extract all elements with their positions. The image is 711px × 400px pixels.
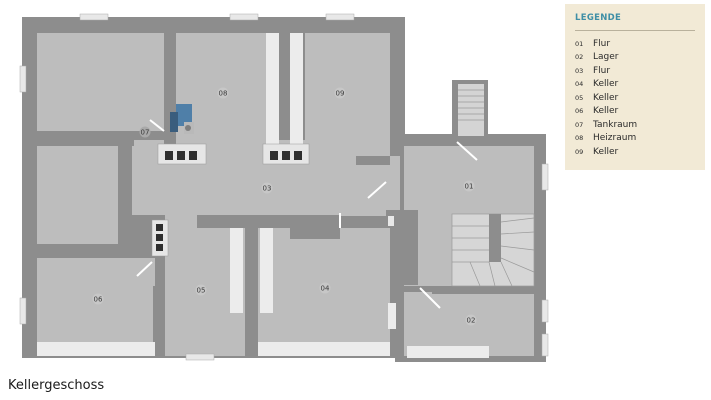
room-west-floor — [37, 146, 118, 244]
window-e3 — [541, 333, 549, 357]
tank-square — [156, 224, 163, 231]
tank-square — [189, 151, 197, 160]
legend-item-number: 05 — [575, 93, 584, 102]
window-n1 — [79, 13, 109, 21]
room-label-04: 04 — [321, 285, 330, 293]
stair-top-floor — [458, 84, 484, 136]
stairs-winder — [452, 217, 535, 287]
room-label-02: 02 — [467, 317, 476, 325]
legend-item-name: Keller — [593, 92, 619, 103]
legend-item: 05 Keller — [575, 91, 695, 105]
legend-item: 01 Flur — [575, 37, 695, 51]
legend-divider — [575, 30, 695, 31]
tank-square — [270, 151, 278, 160]
door-01 — [456, 141, 478, 161]
legend-item-name: Keller — [593, 79, 619, 90]
floor-caption: Kellergeschoss — [8, 378, 105, 393]
door-07 — [149, 119, 165, 132]
room-label-07: 07 — [141, 129, 150, 137]
wall-east-column — [400, 215, 418, 285]
wall-04-north-notch — [290, 226, 340, 239]
legend-item-name: Keller — [593, 106, 619, 117]
wall-05-04-divider — [245, 228, 258, 344]
wall-06-north — [37, 244, 150, 258]
legend-item: 03 Flur — [575, 64, 695, 78]
tank-square — [165, 151, 173, 160]
room-03-floor-east — [340, 156, 400, 216]
wall-09-south — [356, 156, 390, 165]
legend-item-name: Heizraum — [593, 133, 637, 144]
legend-item-name: Lager — [593, 52, 619, 63]
tank-square — [282, 151, 290, 160]
legend-item: 06 Keller — [575, 105, 695, 119]
legend-item-number: 04 — [575, 80, 584, 89]
legend-item-number: 01 — [575, 39, 584, 48]
window-w1 — [19, 65, 27, 93]
wall-01-02-divider — [432, 286, 534, 294]
window-n2 — [229, 13, 259, 21]
legend-item-name: Flur — [593, 38, 611, 49]
shaft-05-b — [260, 228, 273, 313]
sill-06-south — [37, 342, 155, 356]
sill-04-south — [258, 342, 390, 356]
window-e2 — [541, 299, 549, 323]
room-09-floor — [305, 33, 390, 156]
legend-item: 02 Lager — [575, 51, 695, 65]
wall-07-south — [37, 131, 134, 146]
legend-item-number: 09 — [575, 147, 584, 156]
legend-item: 07 Tankraum — [575, 118, 695, 132]
room-label-08: 08 — [219, 90, 228, 98]
room-label-03: 03 — [263, 185, 272, 193]
stairs-north — [458, 89, 484, 121]
shaft-08-b — [290, 33, 303, 145]
legend-item: 09 Keller — [575, 145, 695, 159]
sill-02-south — [407, 346, 489, 358]
shaft-08-a — [266, 33, 279, 145]
shaft-05-a — [230, 228, 243, 313]
legend-item-number: 02 — [575, 53, 584, 62]
room-label-06: 06 — [94, 296, 103, 304]
legend-item: 08 Heizraum — [575, 132, 695, 146]
door-03-east — [367, 181, 387, 199]
legend-item: 04 Keller — [575, 78, 695, 92]
window-in1 — [388, 216, 394, 226]
legend-title: LEGENDE — [575, 13, 622, 23]
window-n3 — [325, 13, 355, 21]
window-e1 — [541, 163, 549, 191]
tank-square — [177, 151, 185, 160]
wall-06-east — [153, 286, 165, 346]
wall-west-room-east — [118, 140, 132, 258]
window-s1 — [185, 353, 215, 361]
legend-item-name: Tankraum — [593, 119, 638, 130]
room-label-01: 01 — [465, 183, 474, 191]
legend-item-name: Keller — [593, 146, 619, 157]
legend-item-name: Flur — [593, 65, 611, 76]
room-label-09: 09 — [336, 90, 345, 98]
legend-item-number: 08 — [575, 134, 584, 143]
window-w2 — [19, 297, 27, 325]
tank-square — [156, 244, 163, 251]
legend-item-number: 03 — [575, 66, 584, 75]
legend-item-number: 07 — [575, 120, 584, 129]
boiler-icon — [170, 104, 194, 134]
door-02 — [419, 287, 441, 309]
wall-corridor-south — [197, 215, 340, 228]
room-07-floor — [37, 33, 164, 131]
sill-02-east — [388, 303, 396, 329]
door-06 — [136, 261, 153, 277]
room-labels: 01 02 03 04 05 06 07 08 09 — [92, 87, 477, 326]
tank-square — [156, 234, 163, 241]
legend-item-number: 06 — [575, 107, 584, 116]
tank-square — [294, 151, 302, 160]
room-label-05: 05 — [197, 287, 206, 295]
stairs-winder-core — [489, 214, 501, 262]
